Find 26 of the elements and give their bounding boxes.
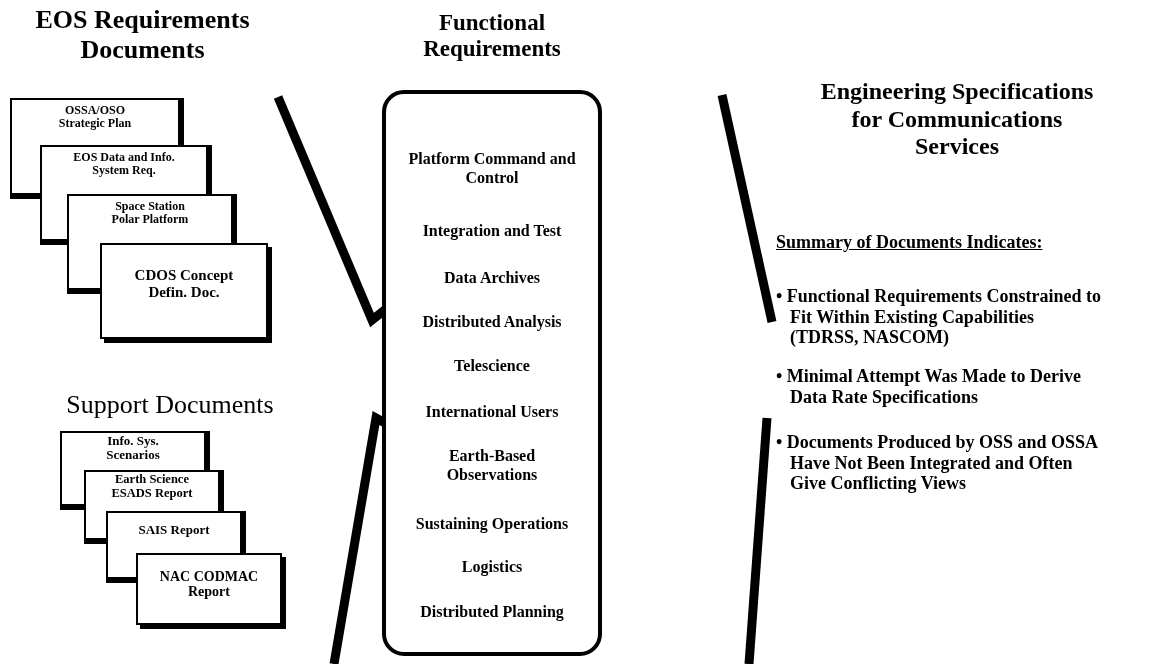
- requirement-item: Sustaining Operations: [414, 514, 570, 534]
- requirement-item: Logistics: [460, 557, 524, 577]
- bullet-point: • Minimal Attempt Was Made to Derive Data Rate Specifications: [776, 366, 1082, 408]
- bullet-point: • Functional Requirements Constrained to Fit Within Existing Capabilities (TDRSS, NASCOM): [776, 286, 1102, 349]
- summary-heading: Summary of Documents Indicates:: [776, 232, 1043, 253]
- document-title: Info. Sys. Scenarios: [105, 434, 161, 463]
- panel-heading: Functional Requirements: [422, 10, 562, 63]
- requirement-item: Distributed Planning: [419, 602, 565, 622]
- section-heading: EOS Requirements Documents: [34, 5, 251, 65]
- document-title: SAIS Report: [137, 523, 211, 538]
- requirement-item: Telescience: [453, 356, 531, 376]
- requirement-item: Platform Command and Control: [407, 149, 577, 188]
- document-title: OSSA/OSO Strategic Plan: [57, 104, 133, 131]
- document-title: NAC CODMAC Report: [158, 569, 260, 600]
- requirement-item: Data Archives: [442, 268, 542, 288]
- document-title: Earth Science ESADS Report: [110, 473, 194, 501]
- section-heading: Support Documents: [65, 390, 275, 420]
- requirement-item: Integration and Test: [421, 221, 563, 241]
- document-title: Space Station Polar Platform: [110, 200, 190, 227]
- requirement-item: Distributed Analysis: [421, 312, 563, 332]
- section-heading: Engineering Specifications for Communications Services: [819, 78, 1095, 161]
- document-title: CDOS Concept Defin. Doc.: [133, 267, 235, 300]
- requirement-item: International Users: [424, 402, 560, 422]
- document-title: EOS Data and Info. System Req.: [72, 151, 176, 178]
- requirement-item: Earth-Based Observations: [445, 446, 539, 485]
- bullet-point: • Documents Produced by OSS and OSSA Have Not Been Integrated and Often Give Conflicting Views: [776, 432, 1099, 495]
